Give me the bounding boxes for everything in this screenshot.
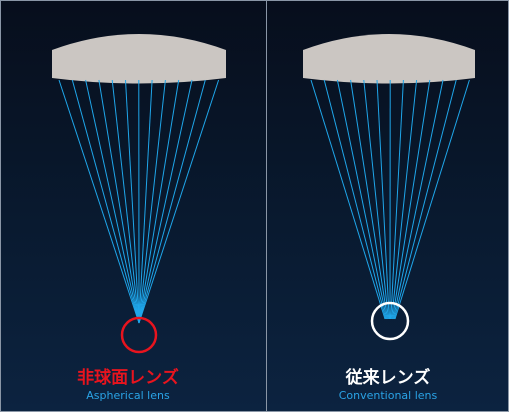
aspherical-ray-diagram: [52, 34, 226, 354]
conventional-lens: [303, 34, 475, 84]
aspherical-rays: [58, 79, 220, 324]
conventional-ray: [350, 79, 388, 320]
aspherical-ray: [138, 79, 193, 324]
aspherical-ray: [138, 79, 153, 324]
aspherical-focus-circle: [120, 316, 158, 354]
conventional-title-en: Conventional lens: [338, 389, 438, 402]
conventional-ray: [363, 79, 389, 320]
conventional-ray: [336, 79, 388, 320]
aspherical-ray: [85, 79, 140, 324]
conventional-ray: [323, 79, 387, 320]
conventional-ray: [310, 79, 386, 320]
aspherical-caption: 非球面レンズ Aspherical lens: [1, 367, 255, 403]
conventional-ray: [392, 79, 431, 320]
conventional-ray: [390, 79, 404, 320]
aspherical-ray: [125, 79, 140, 324]
aspherical-title-jp: 非球面レンズ: [77, 368, 179, 388]
aspherical-ray: [138, 79, 166, 324]
aspherical-ray: [71, 79, 140, 324]
conventional-caption: 従来レンズ Conventional lens: [267, 367, 509, 403]
conventional-ray: [393, 79, 457, 320]
aspherical-ray: [138, 79, 206, 324]
aspherical-panel: 非球面レンズ Aspherical lens: [1, 1, 255, 411]
conventional-ray-diagram: [303, 34, 475, 341]
aspherical-ray: [138, 79, 220, 324]
conventional-ray: [391, 79, 418, 320]
conventional-ray: [394, 79, 470, 320]
aspherical-lens: [52, 34, 226, 84]
conventional-panel: 従来レンズ Conventional lens: [267, 1, 509, 411]
conventional-ray: [376, 79, 390, 320]
aspherical-ray: [138, 79, 180, 324]
conventional-title-jp: 従来レンズ: [345, 368, 431, 388]
conventional-focus-circle: [370, 301, 410, 341]
aspherical-ray: [58, 79, 140, 324]
panel-divider: [266, 1, 267, 411]
conventional-rays: [310, 79, 470, 320]
aspherical-title-en: Aspherical lens: [86, 389, 170, 402]
aspherical-ray: [98, 79, 140, 324]
conventional-ray: [392, 79, 444, 320]
aspherical-ray: [111, 79, 140, 324]
